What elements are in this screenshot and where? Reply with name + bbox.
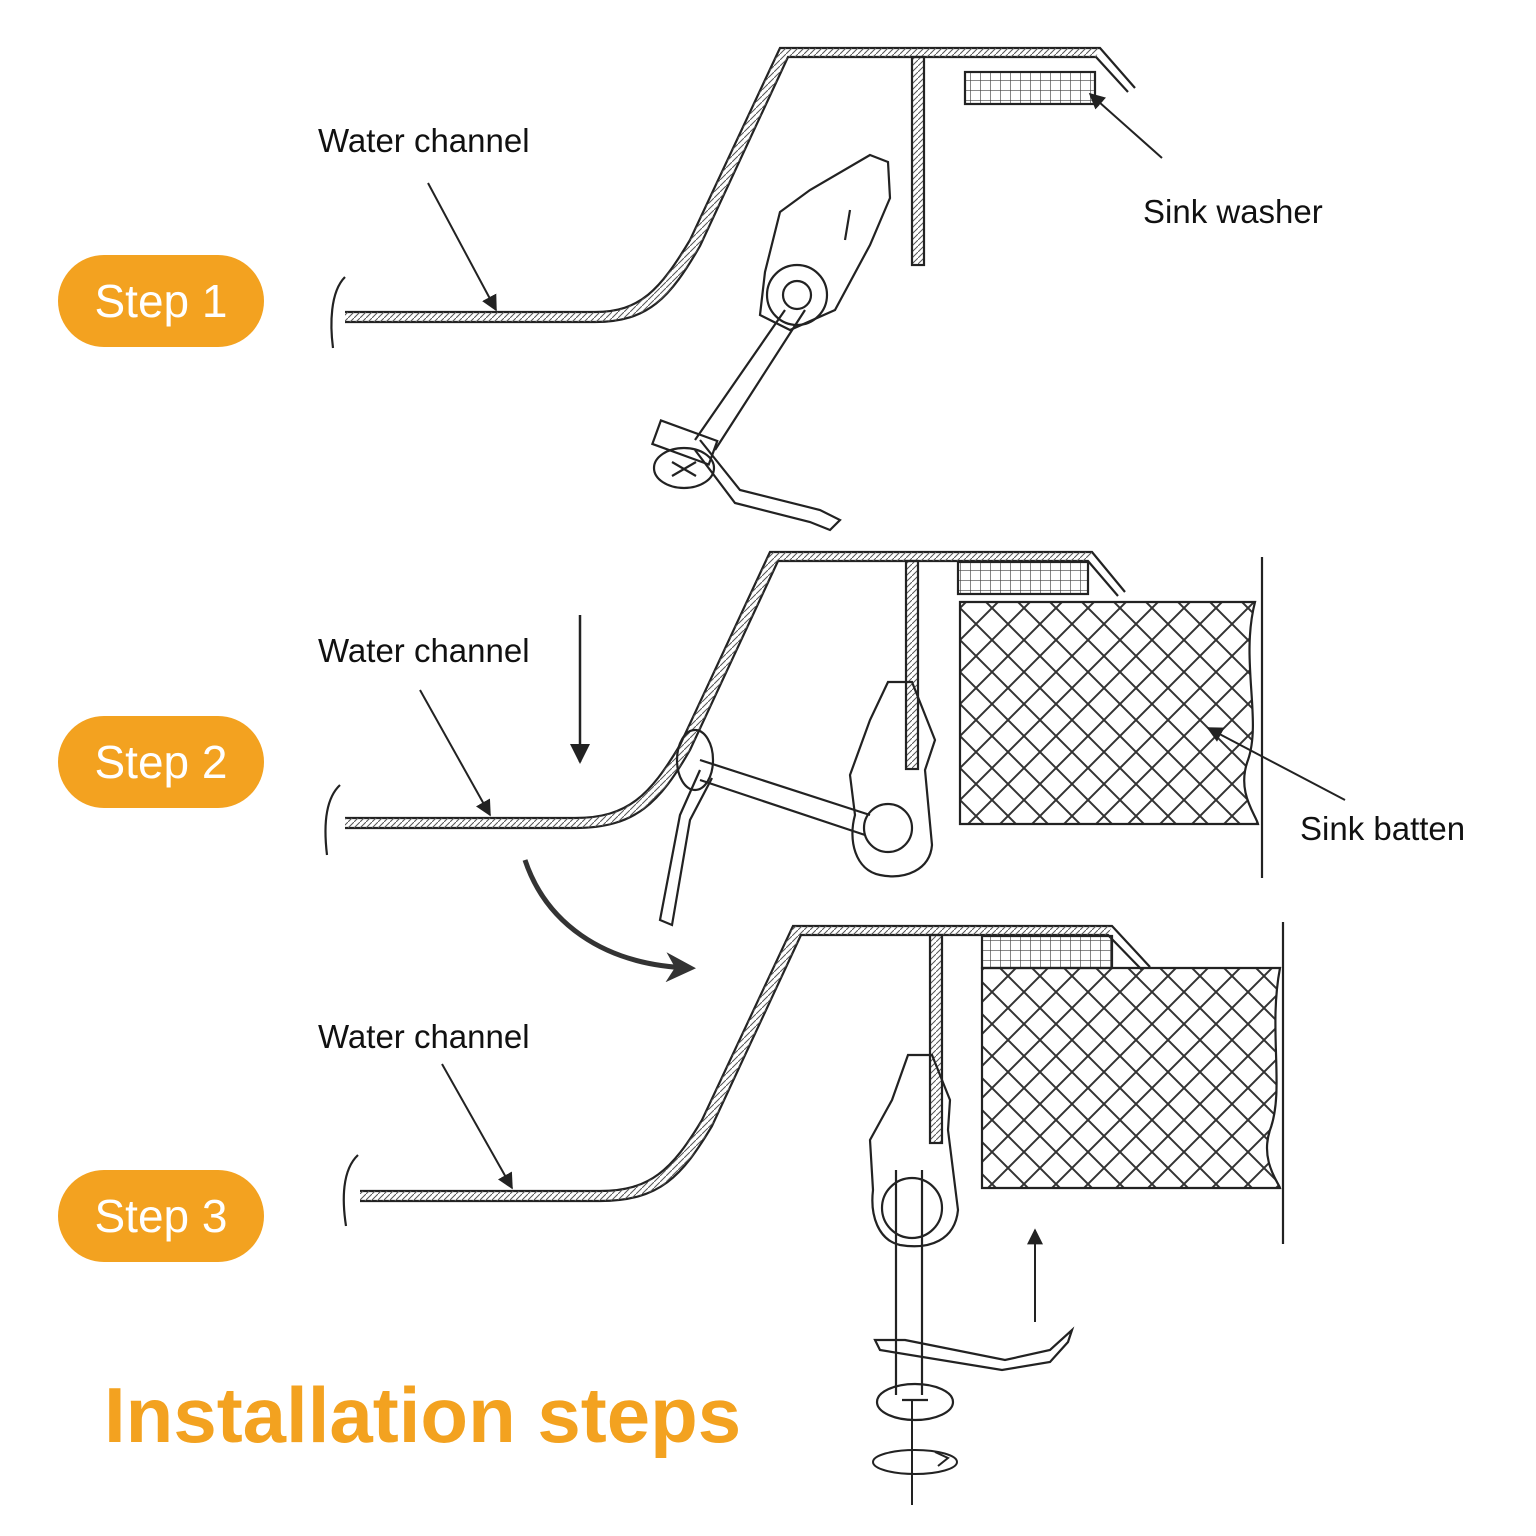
step3-flange — [928, 933, 944, 1145]
step2-water-channel-label: Water channel — [318, 632, 530, 669]
step3-sink-batten — [980, 922, 1285, 1244]
step1-sink-sheet — [330, 46, 1136, 349]
rotate-icon — [872, 1400, 958, 1505]
step3-clip — [868, 1053, 1075, 1422]
step3-water-channel-label: Water channel — [318, 1018, 530, 1055]
step2-flange — [904, 559, 920, 771]
step1-washer-leader — [1088, 92, 1163, 159]
step2-batten-leader — [1206, 727, 1346, 801]
step1-sink-washer — [963, 70, 1097, 106]
step2-badge: Step 2 — [58, 716, 264, 808]
step1-flange — [910, 55, 926, 267]
step2-channel-leader — [419, 689, 491, 817]
step3-badge: Step 3 — [58, 1170, 264, 1262]
step1-sink-washer-label: Sink washer — [1143, 193, 1323, 230]
step2-drawing — [324, 550, 1346, 983]
page-title: Installation steps — [104, 1371, 742, 1459]
step2-sink-batten — [958, 557, 1264, 878]
step1-clip — [650, 153, 892, 532]
step2-clip — [658, 680, 937, 927]
step1-drawing — [330, 46, 1163, 532]
step3-channel-leader — [441, 1063, 513, 1190]
step1-channel-leader — [427, 182, 497, 312]
step3-drawing — [342, 922, 1285, 1505]
step1-badge: Step 1 — [58, 255, 264, 347]
step3-sink-sheet — [342, 924, 1151, 1227]
step2-sink-batten-label: Sink batten — [1300, 810, 1466, 847]
step2-sink-washer — [956, 560, 1090, 596]
step3-sink-washer — [980, 934, 1114, 970]
curved-arrow-icon — [522, 859, 696, 983]
step1-water-channel-label: Water channel — [318, 122, 530, 159]
